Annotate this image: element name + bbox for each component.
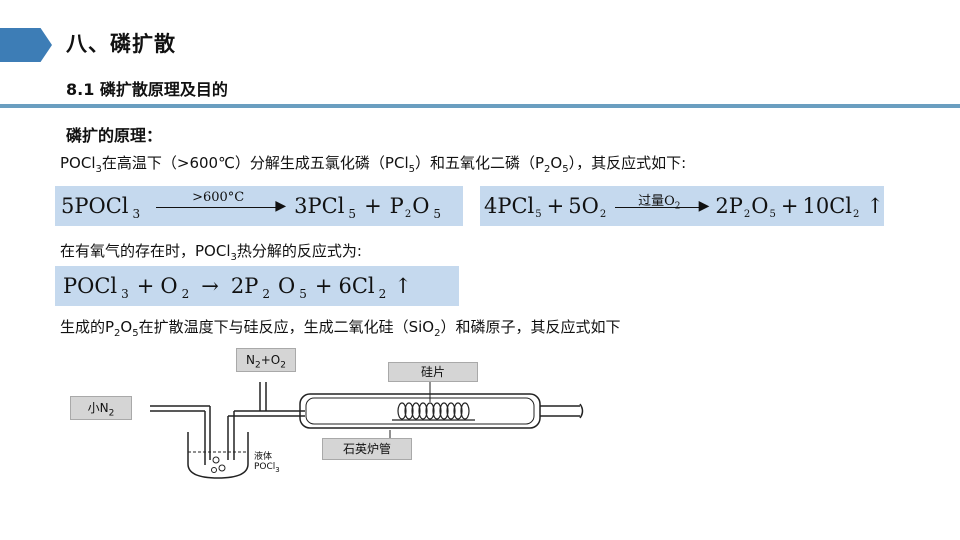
- eq1-sub: 5: [348, 207, 357, 221]
- eq3-sub: 2: [378, 287, 387, 301]
- slide-subtitle: 8.1 磷扩散原理及目的: [66, 80, 228, 99]
- line2-sub: 3: [230, 252, 237, 263]
- eq2-term: O: [751, 194, 769, 218]
- line1-part: 在高温下（>600℃）分解生成五氯化磷（PCl: [101, 154, 409, 172]
- line2-part: 热分解的反应式为:: [236, 242, 362, 260]
- eq1-sub: 5: [433, 207, 442, 221]
- line1-sub: 5: [408, 164, 415, 175]
- eq3-sub: 5: [299, 287, 307, 301]
- line3-part: ）和磷原子，其反应式如下: [440, 318, 621, 336]
- eq2-sub: 2: [743, 208, 751, 220]
- eq3-term: 6Cl: [338, 274, 375, 298]
- line3-sub: 2: [114, 328, 121, 339]
- eq2-term: 2P: [715, 194, 743, 218]
- line1-part: O: [550, 154, 563, 172]
- eq2-sub: 5: [535, 208, 542, 220]
- eq1-condition: >600°C: [192, 189, 245, 205]
- eq1-sub: 2: [404, 208, 412, 220]
- gas-up-arrow-icon: ↑: [394, 274, 412, 298]
- eq1-plus: +: [364, 194, 382, 218]
- eq1-term: 3PCl: [294, 194, 345, 218]
- line3-part: O: [120, 318, 133, 336]
- line3-sub: 2: [434, 328, 441, 339]
- eq3-sub: 2: [262, 287, 270, 301]
- eq2-plus: +: [546, 194, 565, 218]
- line3-part: 在扩散温度下与硅反应，生成二氧化硅（SiO: [138, 318, 435, 336]
- eq3-term: POCl: [63, 274, 118, 298]
- eq1-term: 5POCl: [61, 194, 129, 218]
- eq2-sub: 5: [769, 208, 776, 220]
- eq2-term: 5O: [568, 194, 599, 218]
- eq3-sub: 3: [121, 287, 129, 301]
- quartz-tube-label: 石英炉管: [322, 438, 412, 460]
- diffusion-furnace-diagram: [150, 380, 584, 479]
- eq1-sub: 3: [132, 207, 141, 221]
- eq3-term: O: [278, 274, 296, 298]
- text-line-3: 生成的P2O5在扩散温度下与硅反应，生成二氧化硅（SiO2）和磷原子，其反应式如…: [60, 316, 621, 339]
- liquid-label: 液体 POCl3: [254, 452, 280, 474]
- line1-part: ）和五氧化二磷（P: [414, 154, 545, 172]
- eq1-term: O: [412, 194, 430, 218]
- slide-title: 八、磷扩散: [66, 32, 176, 56]
- eq1-term: P: [389, 194, 404, 218]
- eq3-reaction-arrow-icon: →: [201, 274, 219, 298]
- line1-part: POCl: [60, 154, 96, 172]
- text-line-2: 在有氧气的存在时，POCl3热分解的反应式为:: [60, 240, 362, 263]
- line1-sub: 3: [95, 164, 102, 175]
- eq2-term: 4PCl: [484, 194, 535, 218]
- eq3-term: 2P: [230, 274, 259, 298]
- eq2-plus: +: [780, 194, 799, 218]
- eq3-plus: +: [136, 274, 155, 298]
- line1-sub: 5: [562, 164, 569, 175]
- eq3-sub: 2: [181, 287, 190, 301]
- line3-sub: 5: [132, 328, 139, 339]
- eq2-sub: 2: [853, 208, 860, 220]
- eq3-plus: +: [314, 274, 333, 298]
- eq3-term: O: [160, 274, 178, 298]
- eq2-condition: 过量O: [638, 193, 675, 209]
- eq1-reaction-arrow: >600°C ▶: [156, 190, 286, 214]
- gas-mix-label: N2+O2: [236, 348, 296, 372]
- line3-part: 生成的P: [60, 318, 115, 336]
- section-heading: 磷扩的原理：: [66, 126, 163, 145]
- eq2-term: 10Cl: [802, 194, 853, 218]
- eq2-condition-sub: 2: [675, 201, 681, 211]
- text-line-1: POCl3在高温下（>600℃）分解生成五氯化磷（PCl5）和五氧化二磷（P2O…: [60, 152, 686, 175]
- wafer-label: 硅片: [388, 362, 478, 382]
- title-accent-arrow: [0, 28, 52, 62]
- line1-sub: 2: [544, 164, 551, 175]
- header-divider: [0, 104, 960, 108]
- eq2-reaction-arrow: 过量O2 ▶: [615, 194, 709, 214]
- gas-up-arrow-icon: ↑: [866, 194, 884, 218]
- line1-part: ），其反应式如下:: [568, 154, 687, 172]
- nitrogen-label: 小N2: [70, 396, 132, 420]
- eq2-sub: 2: [599, 208, 607, 220]
- line2-part: 在有氧气的存在时，POCl: [60, 242, 231, 260]
